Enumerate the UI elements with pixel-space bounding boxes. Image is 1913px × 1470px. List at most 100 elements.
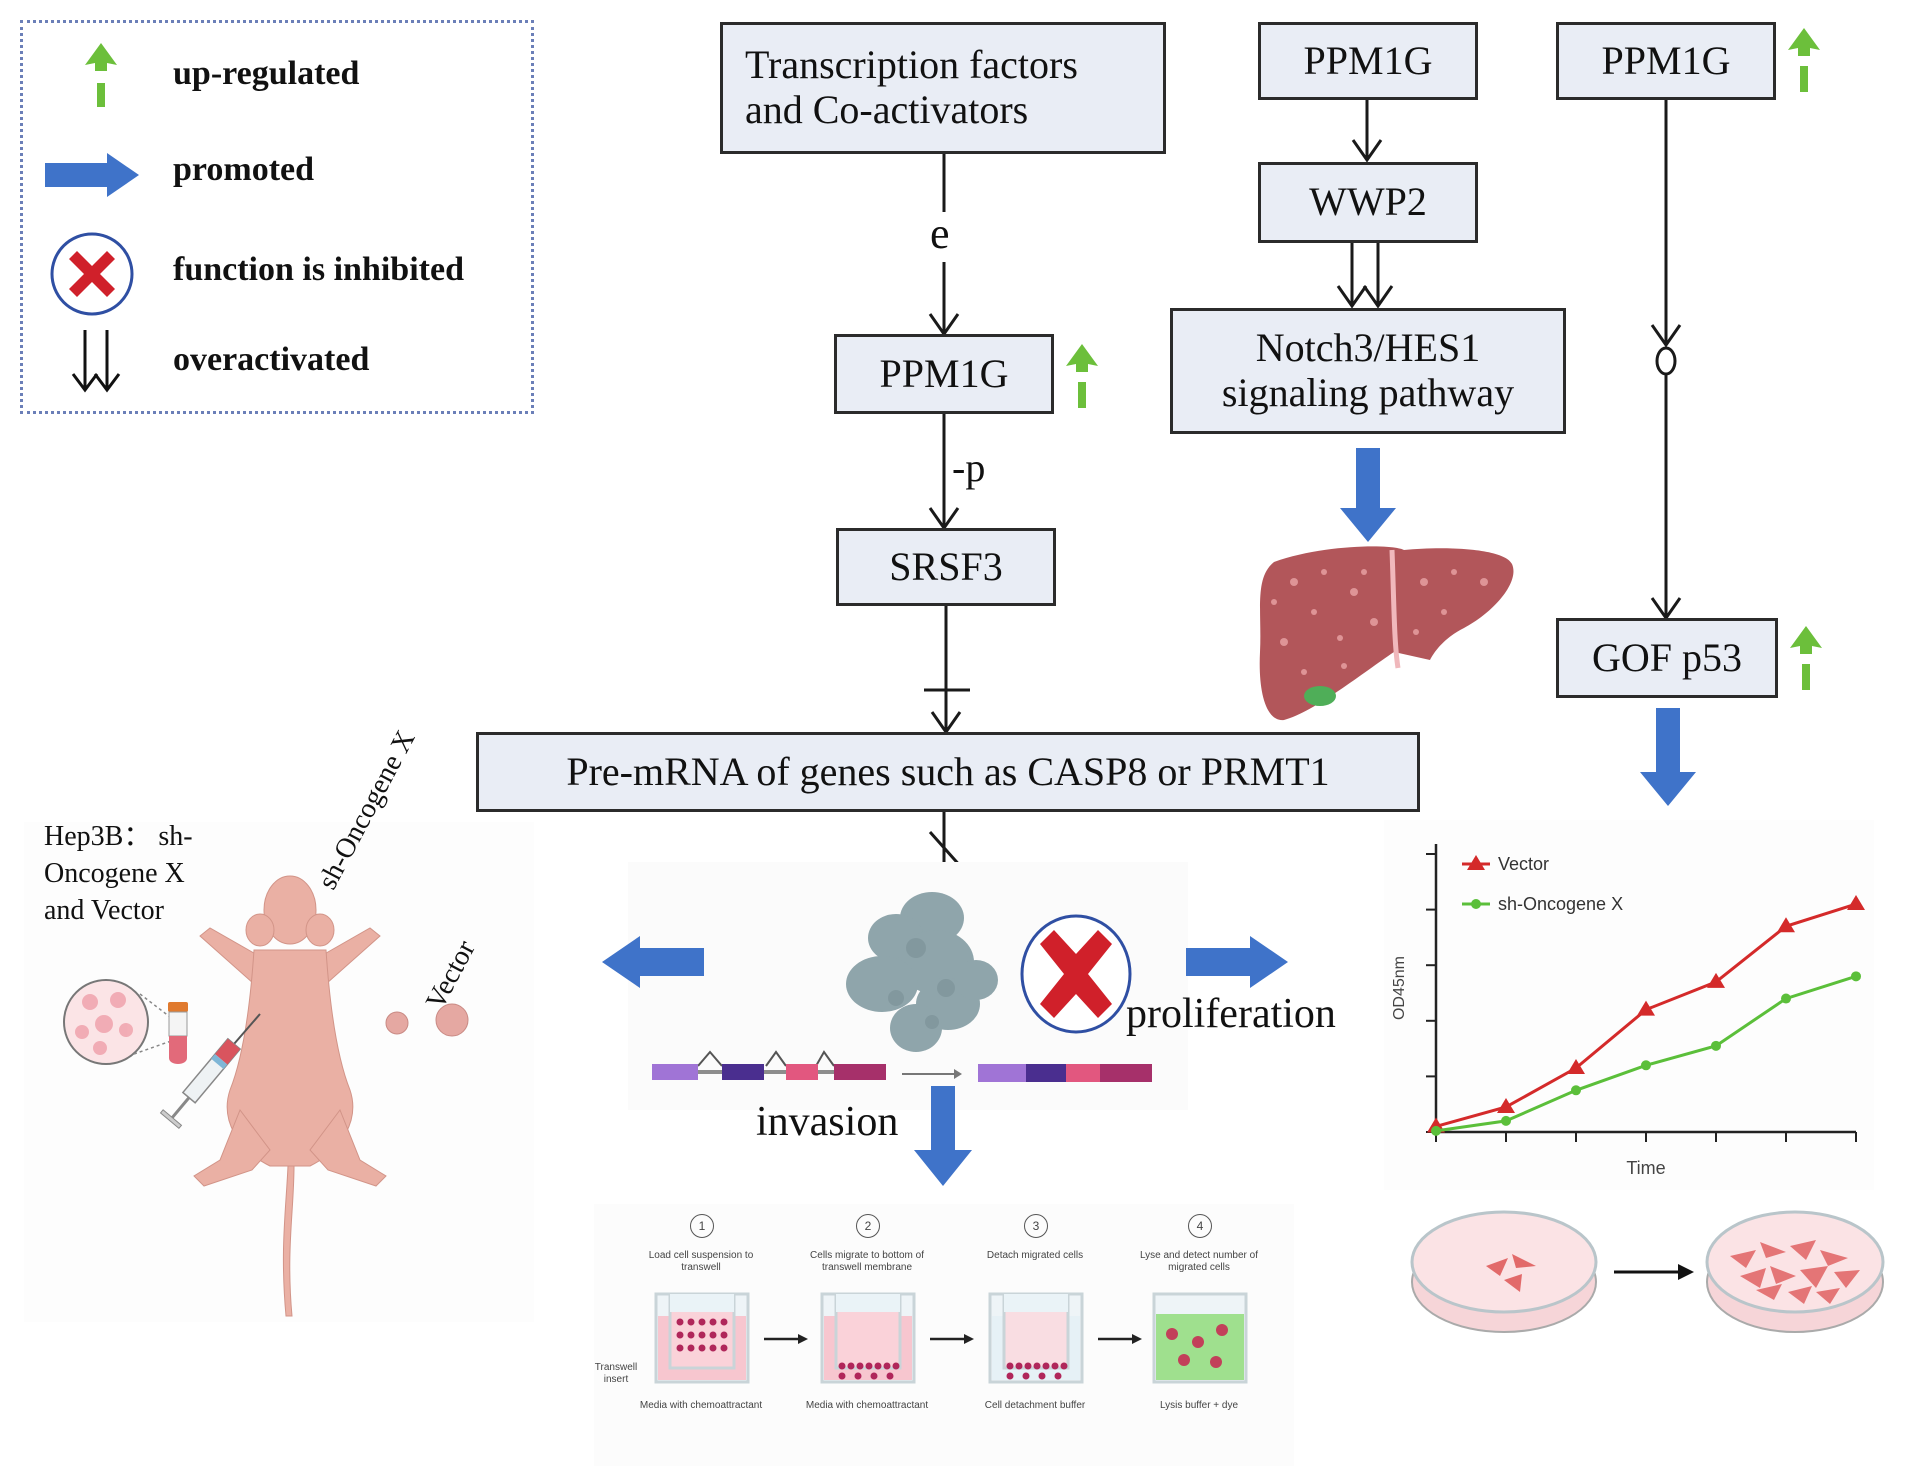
cell-dot [1033,1362,1041,1370]
tf-coactivators-box[interactable]: Transcription factors and Co-activators [720,22,1166,154]
cell-dot [720,1318,728,1326]
data-point [1777,917,1795,933]
arrowhead [1351,139,1383,163]
cell-dot [1038,1372,1046,1380]
green-dashed-up-arrow-icon [85,43,117,107]
edge-label-dephosphorylation: -p [952,445,986,490]
cell-dot [709,1344,717,1352]
data-point [1781,993,1791,1004]
petri-dish-dense-icon [1705,1210,1885,1333]
legend-label: sh-Oncogene X [1498,894,1623,914]
wwp2-box[interactable]: WWP2 [1258,162,1478,243]
legend-label-promoted: promoted [173,151,315,188]
srsf3-label: SRSF3 [889,543,1003,589]
cell-dot [1060,1362,1068,1370]
legend-label-up-regulated: up-regulated [173,55,360,92]
gof-p53-box[interactable]: GOF p53 [1556,618,1778,698]
data-point [1637,1000,1655,1016]
cell-dot [847,1362,855,1370]
data-point [1497,1097,1515,1113]
ppm1g-box-middle[interactable]: PPM1G [1258,22,1478,100]
cell-dot [1024,1362,1032,1370]
premrna-box[interactable]: Pre-mRNA of genes such as CASP8 or PRMT1 [476,732,1420,812]
step-number: 1 [690,1214,714,1238]
inhibited-x-circle-icon [1020,914,1132,1034]
cell-dot [1015,1362,1023,1370]
data-point [1431,1125,1441,1136]
proliferation-label: proliferation [1126,991,1336,1037]
legend-label-overactivated: overactivated [173,341,370,378]
proliferation-chart-panel [1384,820,1874,1190]
wwp2-label: WWP2 [1309,179,1427,225]
cell-dot [1216,1324,1228,1336]
step-number: 4 [1188,1214,1212,1238]
cell-dot [892,1362,900,1370]
data-point [1851,971,1861,982]
mouse-caption-line-2: Oncogene X [44,858,185,889]
x-axis-label: Time [1626,1158,1665,1178]
notch3-hes1-box[interactable]: Notch3/HES1 signaling pathway [1170,308,1566,434]
tumor-vector-icon [435,1003,469,1037]
premrna-label: Pre-mRNA of genes such as CASP8 or PRMT1 [566,748,1330,794]
petri-dish-sparse-icon [1410,1210,1598,1333]
cell-dot [676,1331,684,1339]
step-arrow-icon [930,1334,974,1344]
transwell-insert-icon [654,1292,750,1384]
gof-p53-label: GOF p53 [1591,634,1743,680]
ppm1g-label: PPM1G [1601,37,1731,83]
ppm1g-box-right[interactable]: PPM1G [1556,22,1776,100]
cell-dot [870,1372,878,1380]
cell-dot [1178,1354,1190,1366]
data-point [1641,1060,1651,1071]
tf-line-1: Transcription factors [745,42,1078,88]
blue-block-arrow-icon [45,153,139,197]
cell-dot [709,1318,717,1326]
cell-dot [1210,1356,1222,1368]
step-reagent-label: Media with chemoattractant [805,1400,929,1411]
cell-dot [874,1362,882,1370]
growth-arrow-icon [1614,1264,1694,1280]
edge-label-e: e [930,209,950,258]
legend-marker [1467,855,1485,870]
step-title: Lyse and detect number of migrated cells [1139,1250,1259,1273]
cell-dot [676,1344,684,1352]
step-arrow-icon [764,1334,808,1344]
mature-mrna-icon [978,1064,1152,1082]
ppm1g-label: PPM1G [879,350,1009,396]
syringe-icon [159,1013,261,1130]
tf-line-2: and Co-activators [745,87,1029,132]
cell-dot [854,1372,862,1380]
promote-arrow-down-icon [1640,708,1696,806]
cell-dot [698,1344,706,1352]
nude-mouse-icon [193,875,387,1317]
cell-dot [687,1331,695,1339]
cell-dot [865,1362,873,1370]
step-reagent-label: Lysis buffer + dye [1159,1400,1239,1411]
step-reagent-label: Media with chemoattractant [639,1400,763,1411]
spliceosome-icon [846,892,998,1052]
transwell-insert-icon [820,1292,916,1384]
data-point [1427,1117,1445,1133]
lysis-well-icon [1152,1292,1248,1384]
cell-dot [883,1362,891,1370]
pre-mrna-exons-icon [652,1050,886,1080]
cell-dot [1051,1362,1059,1370]
ppm1g-box-left[interactable]: PPM1G [834,334,1054,414]
step-title: Cells migrate to bottom of transwell mem… [810,1250,924,1273]
cell-dot [676,1318,684,1326]
srsf3-box[interactable]: SRSF3 [836,528,1056,606]
y-axis-label: OD45nm [1391,956,1408,1020]
cell-dot [1006,1372,1014,1380]
ppm1g-label: PPM1G [1303,37,1433,83]
cell-dot [687,1318,695,1326]
step-number: 3 [1024,1214,1048,1238]
legend-marker [1471,899,1481,909]
tumor-sh-oncogene-icon [385,1011,409,1035]
step-number: 2 [856,1214,880,1238]
data-point [1847,895,1865,911]
cell-dot [687,1344,695,1352]
step-arrow-icon [1098,1334,1142,1344]
red-x-circle-icon [50,232,134,316]
transwell-insert-label: Transwell insert [594,1362,638,1385]
